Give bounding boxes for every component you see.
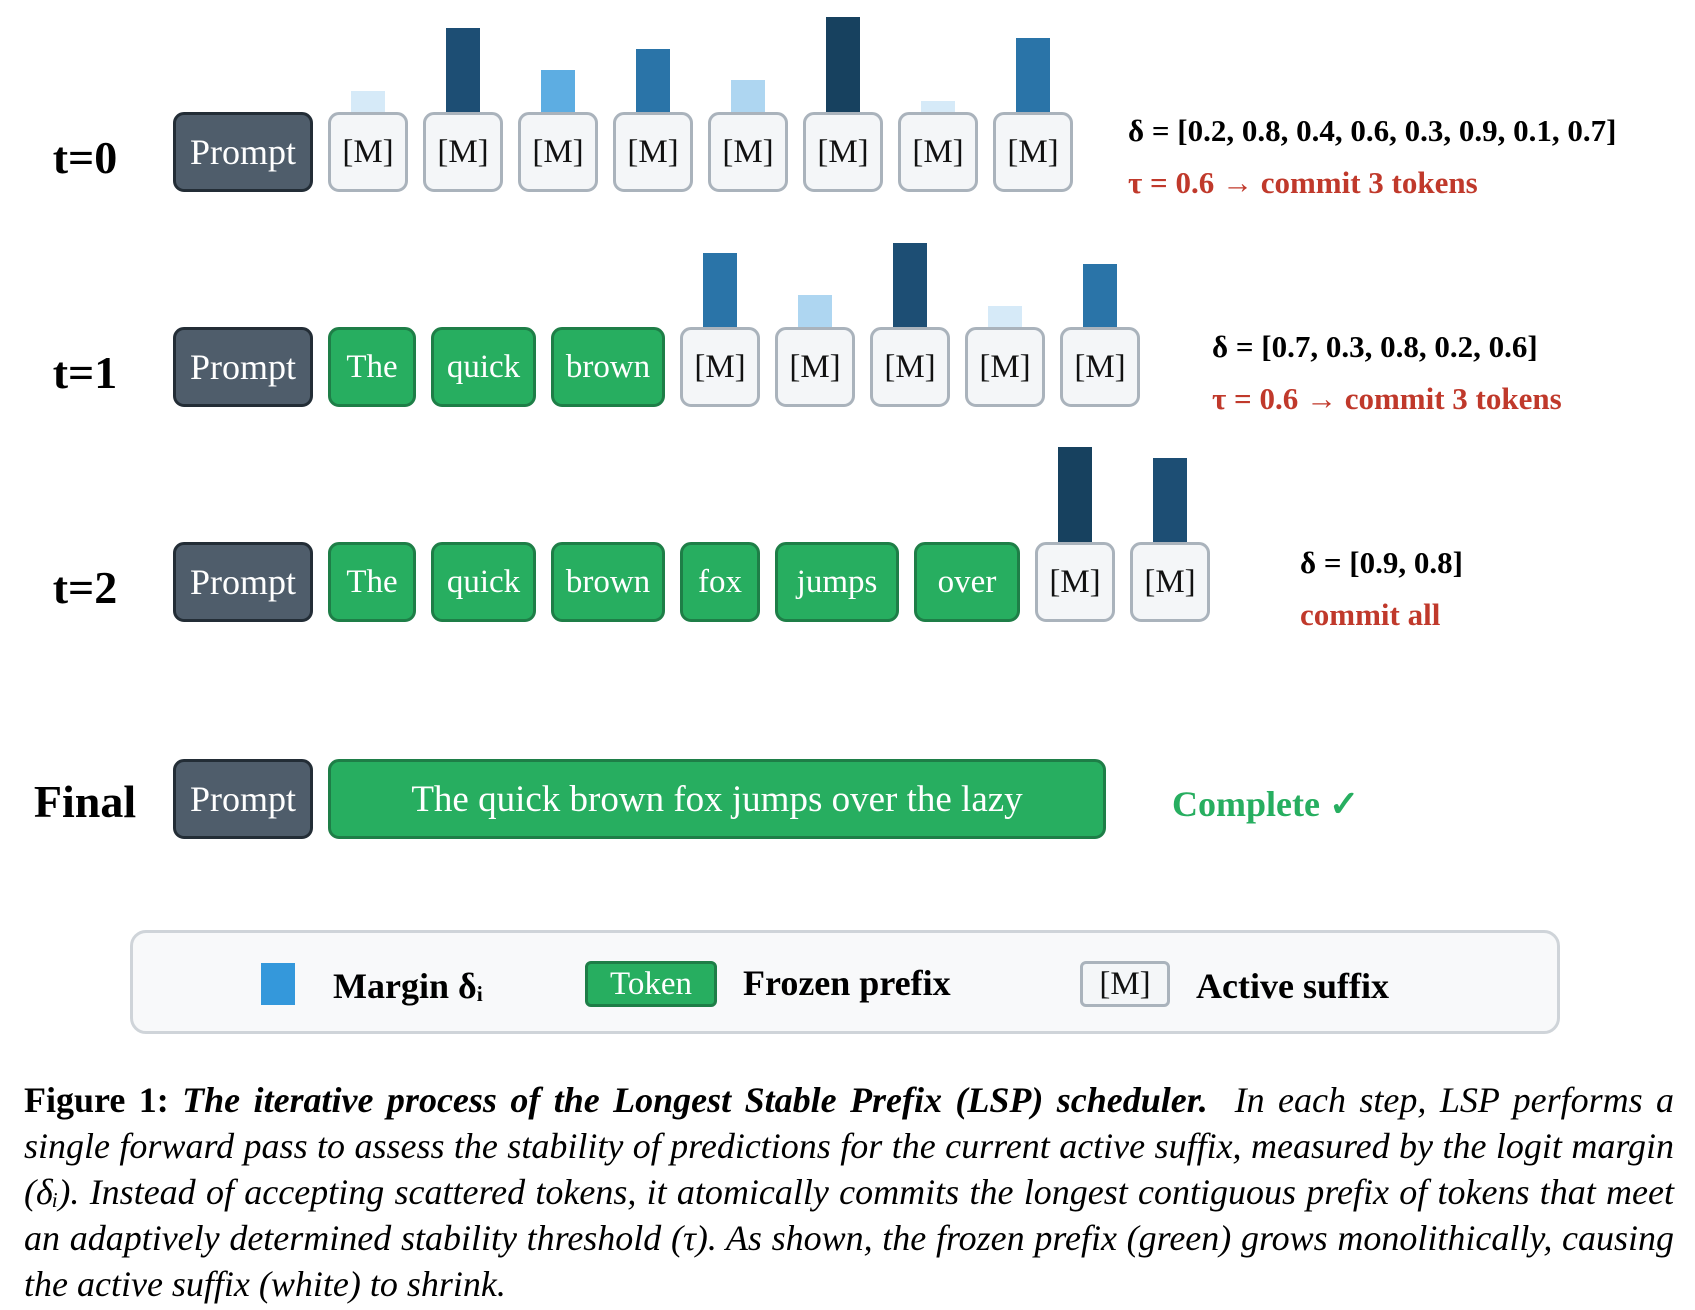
prompt-token: Prompt bbox=[173, 327, 313, 407]
step-label: t=2 bbox=[52, 562, 118, 613]
margin-values: δ = [0.9, 0.8] bbox=[1300, 545, 1463, 580]
caption-lead: Figure 1: bbox=[24, 1080, 169, 1120]
legend-margin-label: Margin δᵢ bbox=[333, 966, 484, 1006]
margin-bar bbox=[636, 49, 670, 112]
legend-active-label: Active suffix bbox=[1196, 966, 1389, 1006]
margin-bar bbox=[541, 70, 575, 112]
margin-bar bbox=[1058, 447, 1092, 542]
commit-note: τ = 0.6 → commit 3 tokens bbox=[1212, 381, 1562, 416]
frozen-token: brown bbox=[551, 327, 665, 407]
margin-bar bbox=[1083, 264, 1117, 327]
mask-token: [M] bbox=[1060, 327, 1140, 407]
mask-token: [M] bbox=[775, 327, 855, 407]
legend-mask-chip: [M] bbox=[1080, 961, 1170, 1007]
step-label: t=0 bbox=[52, 132, 118, 183]
margin-bar bbox=[731, 80, 765, 112]
frozen-token: The bbox=[328, 327, 416, 407]
margin-swatch-icon bbox=[261, 963, 295, 1005]
margin-bar bbox=[1153, 458, 1187, 542]
prompt-token: Prompt bbox=[173, 759, 313, 839]
frozen-token: The bbox=[328, 542, 416, 622]
mask-token: [M] bbox=[708, 112, 788, 192]
margin-bar bbox=[351, 91, 385, 112]
margin-bar bbox=[826, 17, 860, 112]
mask-token: [M] bbox=[870, 327, 950, 407]
final-sentence: The quick brown fox jumps over the lazy bbox=[328, 759, 1106, 839]
mask-token: [M] bbox=[898, 112, 978, 192]
step-label: t=1 bbox=[52, 347, 118, 398]
margin-values: δ = [0.7, 0.3, 0.8, 0.2, 0.6] bbox=[1212, 329, 1538, 364]
margin-bar bbox=[893, 243, 927, 327]
commit-note: τ = 0.6 → commit 3 tokens bbox=[1128, 165, 1478, 200]
margin-bar bbox=[446, 28, 480, 112]
mask-token: [M] bbox=[680, 327, 760, 407]
margin-bar bbox=[798, 295, 832, 327]
margin-bar bbox=[1016, 38, 1050, 112]
caption-body: In each step, LSP performs a single forw… bbox=[24, 1080, 1675, 1304]
margin-bar bbox=[988, 306, 1022, 327]
frozen-token: over bbox=[914, 542, 1020, 622]
frozen-token: quick bbox=[431, 542, 536, 622]
legend-token-chip: Token bbox=[585, 961, 717, 1007]
commit-note: commit all bbox=[1300, 597, 1441, 632]
mask-token: [M] bbox=[803, 112, 883, 192]
figure-caption: Figure 1: The iterative process of the L… bbox=[24, 1077, 1674, 1307]
frozen-token: jumps bbox=[775, 542, 899, 622]
frozen-token: quick bbox=[431, 327, 536, 407]
prompt-token: Prompt bbox=[173, 112, 313, 192]
mask-token: [M] bbox=[328, 112, 408, 192]
complete-status: Complete ✓ bbox=[1172, 784, 1360, 824]
legend: Margin δᵢ Token Frozen prefix [M] Active… bbox=[130, 930, 1560, 1034]
prompt-token: Prompt bbox=[173, 542, 313, 622]
mask-token: [M] bbox=[613, 112, 693, 192]
mask-token: [M] bbox=[1035, 542, 1115, 622]
caption-title: The iterative process of the Longest Sta… bbox=[182, 1080, 1208, 1120]
legend-frozen-label: Frozen prefix bbox=[743, 963, 951, 1003]
frozen-token: fox bbox=[680, 542, 760, 622]
margin-values: δ = [0.2, 0.8, 0.4, 0.6, 0.3, 0.9, 0.1, … bbox=[1128, 113, 1617, 148]
mask-token: [M] bbox=[993, 112, 1073, 192]
mask-token: [M] bbox=[965, 327, 1045, 407]
final-label: Final bbox=[33, 776, 137, 827]
mask-token: [M] bbox=[518, 112, 598, 192]
mask-token: [M] bbox=[1130, 542, 1210, 622]
frozen-token: brown bbox=[551, 542, 665, 622]
margin-bar bbox=[921, 101, 955, 112]
margin-bar bbox=[703, 253, 737, 327]
mask-token: [M] bbox=[423, 112, 503, 192]
